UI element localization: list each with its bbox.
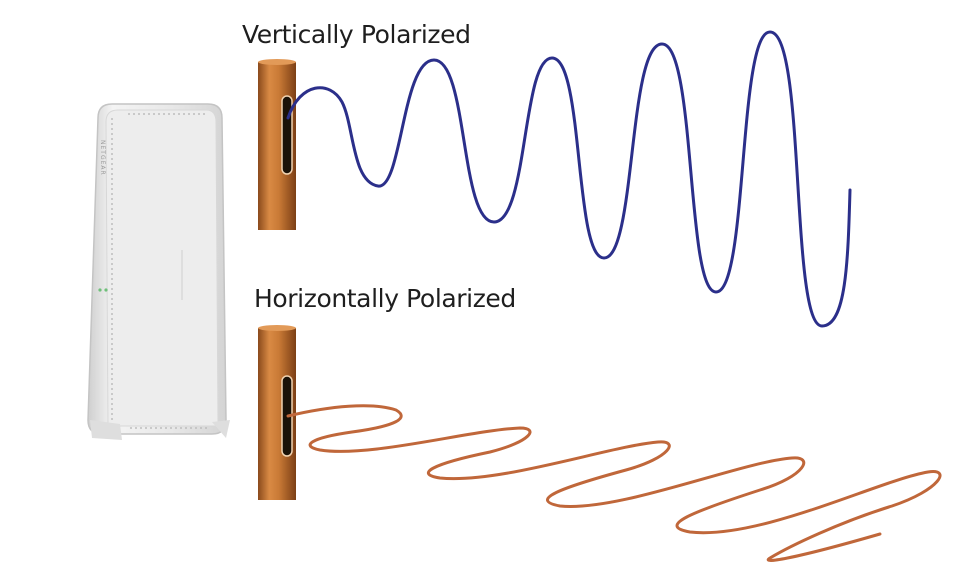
horizontal-polarized-label: Horizontally Polarized bbox=[254, 284, 516, 313]
horizontal-antenna-icon bbox=[258, 325, 296, 500]
vertical-antenna-icon bbox=[258, 59, 296, 230]
router-icon: NETGEAR bbox=[87, 103, 230, 440]
vertical-polarized-label: Vertically Polarized bbox=[242, 20, 471, 49]
horizontal-wave bbox=[286, 404, 942, 562]
vertical-wave bbox=[286, 30, 852, 328]
router-brand-label: NETGEAR bbox=[99, 140, 106, 176]
